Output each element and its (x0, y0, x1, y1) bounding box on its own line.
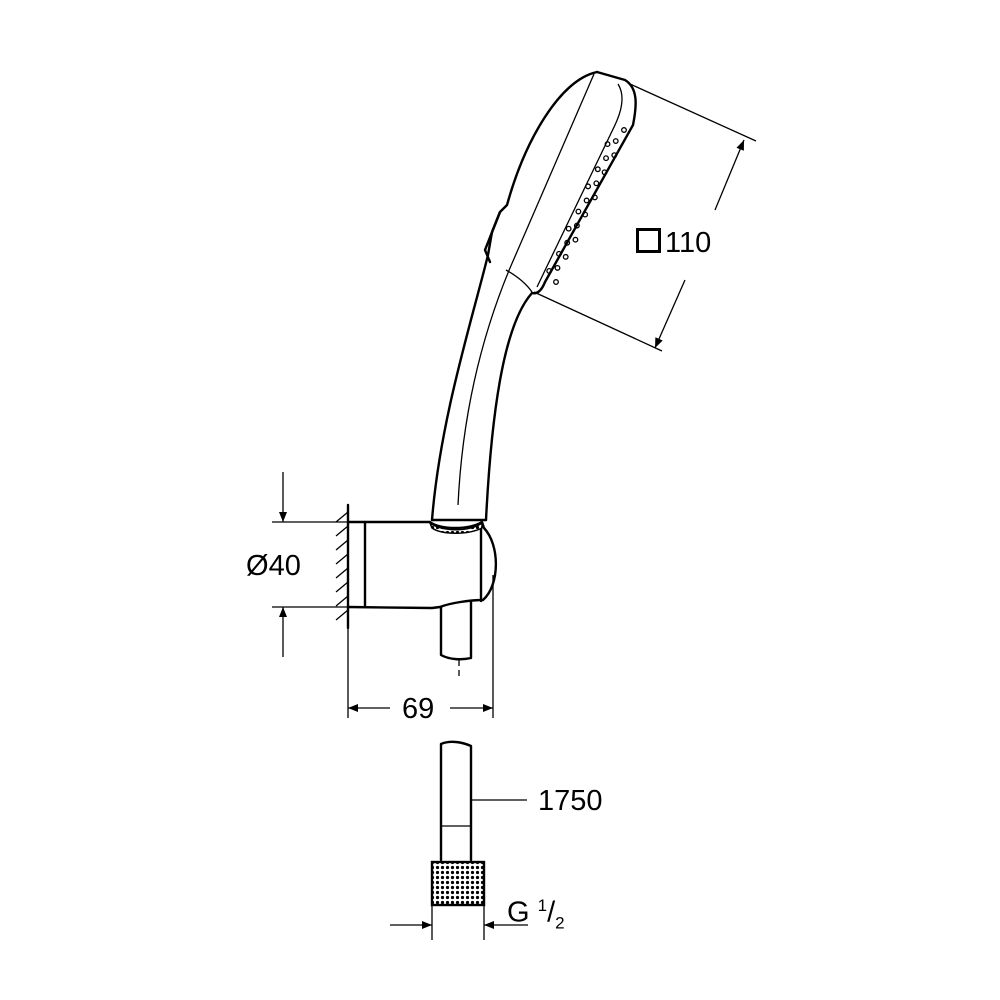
hatch-line (335, 511, 349, 523)
hatch-line (335, 567, 349, 579)
connection-thread-dimension: G 1/2 (507, 896, 565, 933)
nozzle (565, 225, 572, 232)
nozzle (601, 169, 608, 176)
hatch-line (335, 609, 349, 621)
nozzle (572, 236, 579, 243)
nozzle (593, 180, 600, 187)
nozzle (583, 197, 590, 204)
spray-nozzles (546, 127, 627, 285)
nozzle (564, 239, 571, 246)
holder-depth-dimension: 69 (402, 693, 435, 725)
nozzle (585, 183, 592, 190)
nozzle (562, 253, 569, 260)
square-symbol-icon (636, 228, 661, 253)
nozzle (546, 268, 553, 274)
nozzle (556, 250, 562, 257)
hatch-line (335, 581, 349, 593)
nozzle (621, 127, 627, 133)
nozzle (573, 222, 580, 229)
nozzle (553, 279, 559, 285)
hatch-line (335, 595, 349, 607)
nozzle (582, 211, 589, 218)
hose-length-dimension: 1750 (538, 785, 603, 817)
hand-shower (430, 70, 637, 522)
nozzle (604, 141, 611, 148)
nozzle (603, 155, 609, 162)
nozzle (554, 264, 561, 271)
hatch-line (335, 539, 349, 551)
nozzle (591, 194, 598, 201)
spray-face-dimension: 110 (636, 228, 711, 258)
dimension-lines (272, 83, 757, 940)
nozzle (594, 166, 601, 173)
wall-hatch (335, 511, 349, 621)
wall-holder (335, 503, 498, 680)
nozzle (575, 208, 582, 215)
hatch-line (335, 525, 349, 537)
nozzle (612, 138, 619, 144)
hose (430, 740, 486, 907)
holder-diameter-dimension: Ø40 (246, 550, 301, 582)
nozzle (611, 152, 618, 159)
hatch-line (335, 553, 349, 565)
